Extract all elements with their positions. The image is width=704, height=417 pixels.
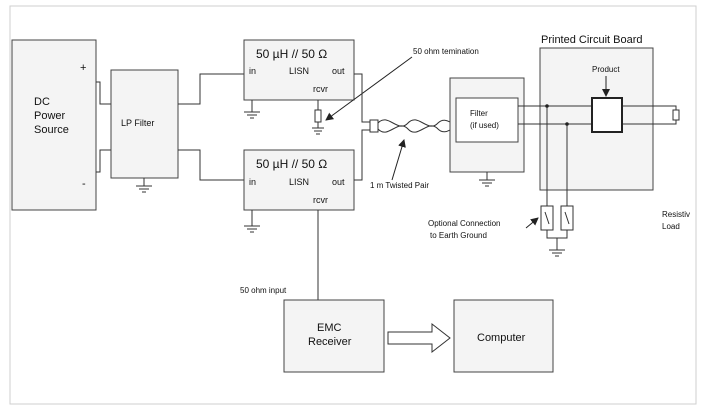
- termination-label: 50 ohm temination: [413, 47, 479, 56]
- lisn-bottom-ground-icon: [244, 210, 260, 233]
- termination-resistor: [312, 100, 324, 135]
- lisn-top-name: LISN: [289, 66, 309, 76]
- dc-plus-terminal: +: [80, 62, 86, 74]
- twisted-pair-cable: [369, 119, 451, 133]
- dc-source-line-3: Source: [34, 124, 69, 136]
- lp-filter-ground-icon: [136, 178, 152, 193]
- lisn-bottom-rcvr: rcvr: [313, 195, 328, 205]
- lisn-bottom-name: LISN: [289, 177, 309, 187]
- lisn-top: 50 µH // 50 Ω in LISN out rcvr: [243, 39, 355, 101]
- resistive-load-line-2: Load: [662, 222, 680, 231]
- emc-receiver-line-1: EMC: [317, 322, 342, 334]
- lp-filter-label: LP Filter: [121, 118, 154, 128]
- earth-ground-arrow: [525, 217, 539, 229]
- dc-power-source: DC Power Source + -: [11, 39, 97, 211]
- lisn-bottom: 50 µH // 50 Ω in LISN out rcvr: [243, 149, 355, 211]
- lisn-top-value: 50 µH // 50 Ω: [256, 47, 327, 61]
- pcb-wires: [518, 105, 677, 206]
- twisted-pair-label: 1 m Twisted Pair: [370, 181, 429, 190]
- lisn-bottom-value: 50 µH // 50 Ω: [256, 157, 327, 171]
- filter-line-2: (if used): [470, 121, 499, 130]
- emc-receiver: EMC Receiver: [283, 299, 385, 373]
- dc-source-line-2: Power: [34, 110, 66, 122]
- twisted-pair-arrow: [391, 139, 406, 181]
- pcb-title: Printed Circuit Board: [541, 34, 643, 46]
- lp-filter: LP Filter: [110, 69, 179, 179]
- filter-if-used: Filter (if used): [449, 77, 525, 173]
- earth-ground-line-1: Optional Connection: [428, 219, 501, 228]
- lisn-top-rcvr: rcvr: [313, 84, 328, 94]
- product-label: Product: [592, 65, 620, 74]
- resistive-load-resistor: [672, 109, 680, 121]
- resistive-load-line-1: Resistiv: [662, 210, 690, 219]
- emc-receiver-line-2: Receiver: [308, 336, 352, 348]
- product: Product: [591, 65, 623, 133]
- input-label: 50 ohm input: [240, 286, 287, 295]
- earth-ground-switches: [540, 205, 574, 257]
- outer-frame: [9, 5, 697, 405]
- lisn-top-ground-icon: [244, 100, 260, 119]
- lisn-out-wires: [354, 73, 372, 181]
- earth-ground-line-2: to Earth Ground: [430, 231, 487, 240]
- computer: Computer: [453, 299, 554, 373]
- computer-label: Computer: [477, 332, 526, 344]
- dc-source-line-1: DC: [34, 96, 50, 108]
- data-link-arrow-icon: [387, 322, 451, 354]
- filter-to-lisn-wires: [178, 73, 244, 181]
- filter-line-1: Filter: [470, 109, 488, 118]
- lisn-bottom-out: out: [332, 177, 345, 187]
- dc-minus-terminal: -: [82, 178, 86, 190]
- lisn-bottom-in: in: [249, 177, 256, 187]
- lisn-top-out: out: [332, 66, 345, 76]
- dc-to-filter-wires: [96, 81, 111, 173]
- termination-arrow: [325, 56, 413, 121]
- pcb-junction-dots: [545, 104, 569, 126]
- lisn-top-in: in: [249, 66, 256, 76]
- filter-ground-icon: [479, 172, 495, 187]
